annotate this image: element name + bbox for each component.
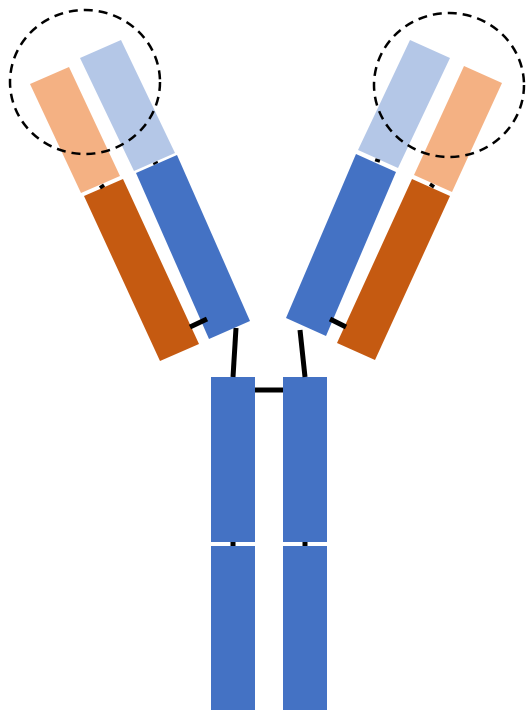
right-hinge-link [300,330,305,377]
fc-right-upper-domain [283,377,327,542]
right-fab-arm [286,13,524,360]
fc-right-lower-domain [283,546,327,710]
fc-region [211,377,327,710]
left-fab-arm [10,10,250,361]
fc-left-lower-domain [211,546,255,710]
right-light-variable-link [431,184,433,187]
left-light-variable-link [101,185,103,188]
fc-left-upper-domain [211,377,255,542]
left-heavy-variable-link [155,162,156,164]
right-heavy-variable-link [377,159,378,162]
left-hinge-link [233,328,236,377]
right-interchain-disulfide-bond [330,319,346,327]
